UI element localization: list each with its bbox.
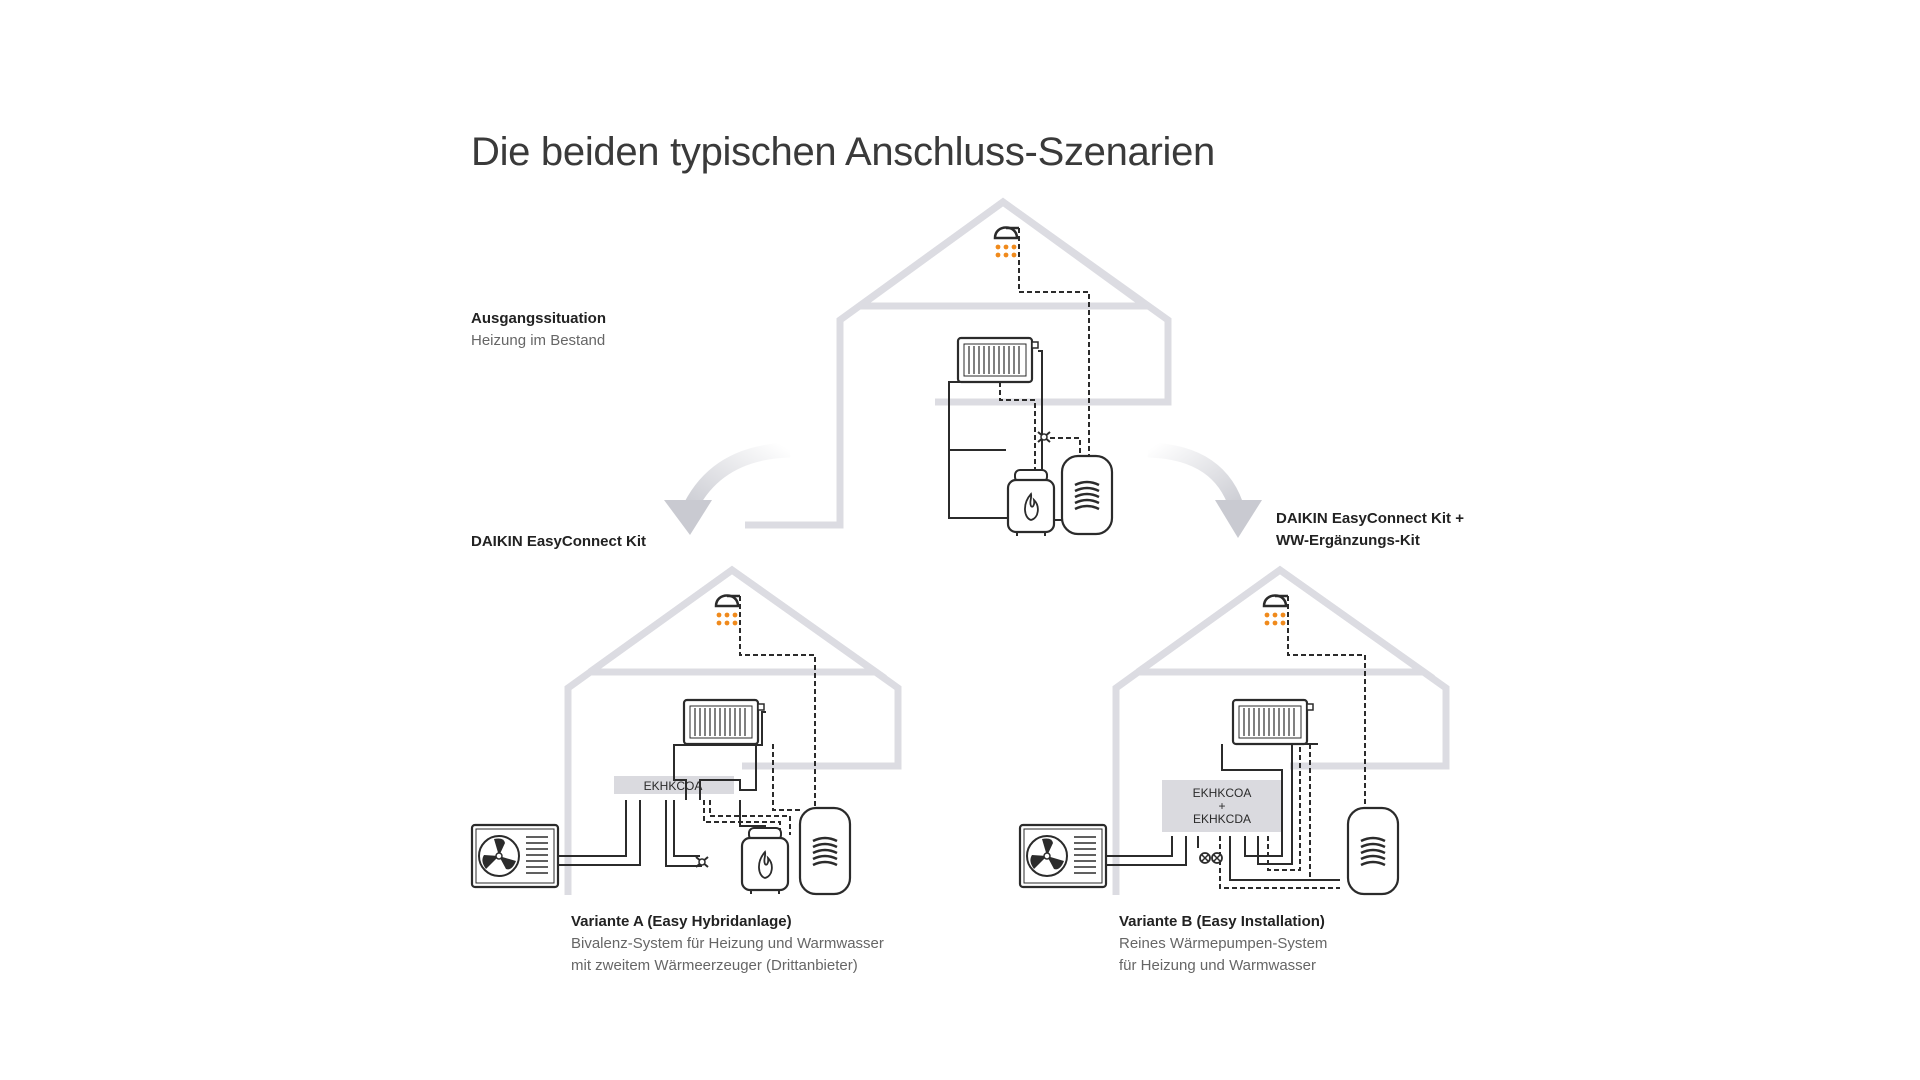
shower-icon: [993, 226, 1019, 258]
variant-b-desc-line1: Reines Wärmepumpen-System: [1119, 935, 1328, 952]
house-variant-a: [564, 565, 902, 895]
variant-b-kit-label: DAIKIN EasyConnect Kit + WW-Ergänzungs-K…: [1276, 508, 1464, 552]
variant-a-kit-text: DAIKIN EasyConnect Kit: [471, 533, 647, 550]
variant-a-desc-line1: Bivalenz-System für Heizung und Warmwass…: [571, 935, 884, 952]
tank-icon: [1060, 454, 1114, 536]
radiator-icon: [682, 698, 765, 746]
arrow-icon: [1147, 442, 1262, 538]
tank-icon: [1346, 806, 1400, 896]
variant-a-kit-label: DAIKIN EasyConnect Kit: [471, 531, 646, 553]
valve-icon: [695, 856, 709, 868]
valve-icon: [1199, 852, 1211, 864]
radiator-icon: [956, 336, 1039, 384]
variant-b-kit-line1: DAIKIN EasyConnect Kit +: [1276, 510, 1464, 527]
module-label-line1: EKHKCOA: [1193, 786, 1252, 800]
house-variant-b: [1112, 565, 1450, 895]
initial-heading: Ausgangssituation: [471, 310, 607, 327]
initial-subtitle: Heizung im Bestand: [471, 332, 606, 349]
page-title: Die beiden typischen Anschluss-Szenarien: [471, 130, 1215, 174]
valve-icon: [1037, 431, 1051, 443]
variant-a-caption: Variante A (Easy Hybridanlage) Bivalenz-…: [571, 911, 884, 977]
heat-pump-icon: [1018, 823, 1108, 889]
variant-b-desc-line2: für Heizung und Warmwasser: [1119, 957, 1317, 974]
shower-icon: [714, 594, 740, 626]
variant-b-caption: Variante B (Easy Installation) Reines Wä…: [1119, 911, 1327, 977]
module-label: EKHKCOA: [644, 779, 703, 793]
arrow-icon: [664, 442, 791, 535]
radiator-icon: [1231, 698, 1314, 746]
roof-line: [857, 197, 1157, 310]
boiler-icon: [1006, 469, 1056, 536]
module-label-line2: +: [1218, 799, 1225, 813]
boiler-icon: [740, 827, 790, 894]
variant-a-desc-line2: mit zweitem Wärmeerzeuger (Drittanbieter…: [571, 957, 858, 974]
initial-situation-label: Ausgangssituation Heizung im Bestand: [471, 308, 606, 352]
house-initial: [745, 197, 1172, 529]
shower-icon: [1262, 594, 1288, 626]
valve-icon: [1211, 852, 1223, 864]
module-ekhkcoa-ekhkcda: [1162, 780, 1282, 832]
variant-b-kit-line2: WW-Ergänzungs-Kit: [1276, 532, 1420, 549]
heat-pump-icon: [470, 823, 560, 889]
tank-icon: [798, 806, 852, 896]
variant-b-name: Variante B (Easy Installation): [1119, 913, 1325, 930]
variant-a-name: Variante A (Easy Hybridanlage): [571, 913, 792, 930]
module-label-line3: EKHKCDA: [1193, 812, 1251, 826]
